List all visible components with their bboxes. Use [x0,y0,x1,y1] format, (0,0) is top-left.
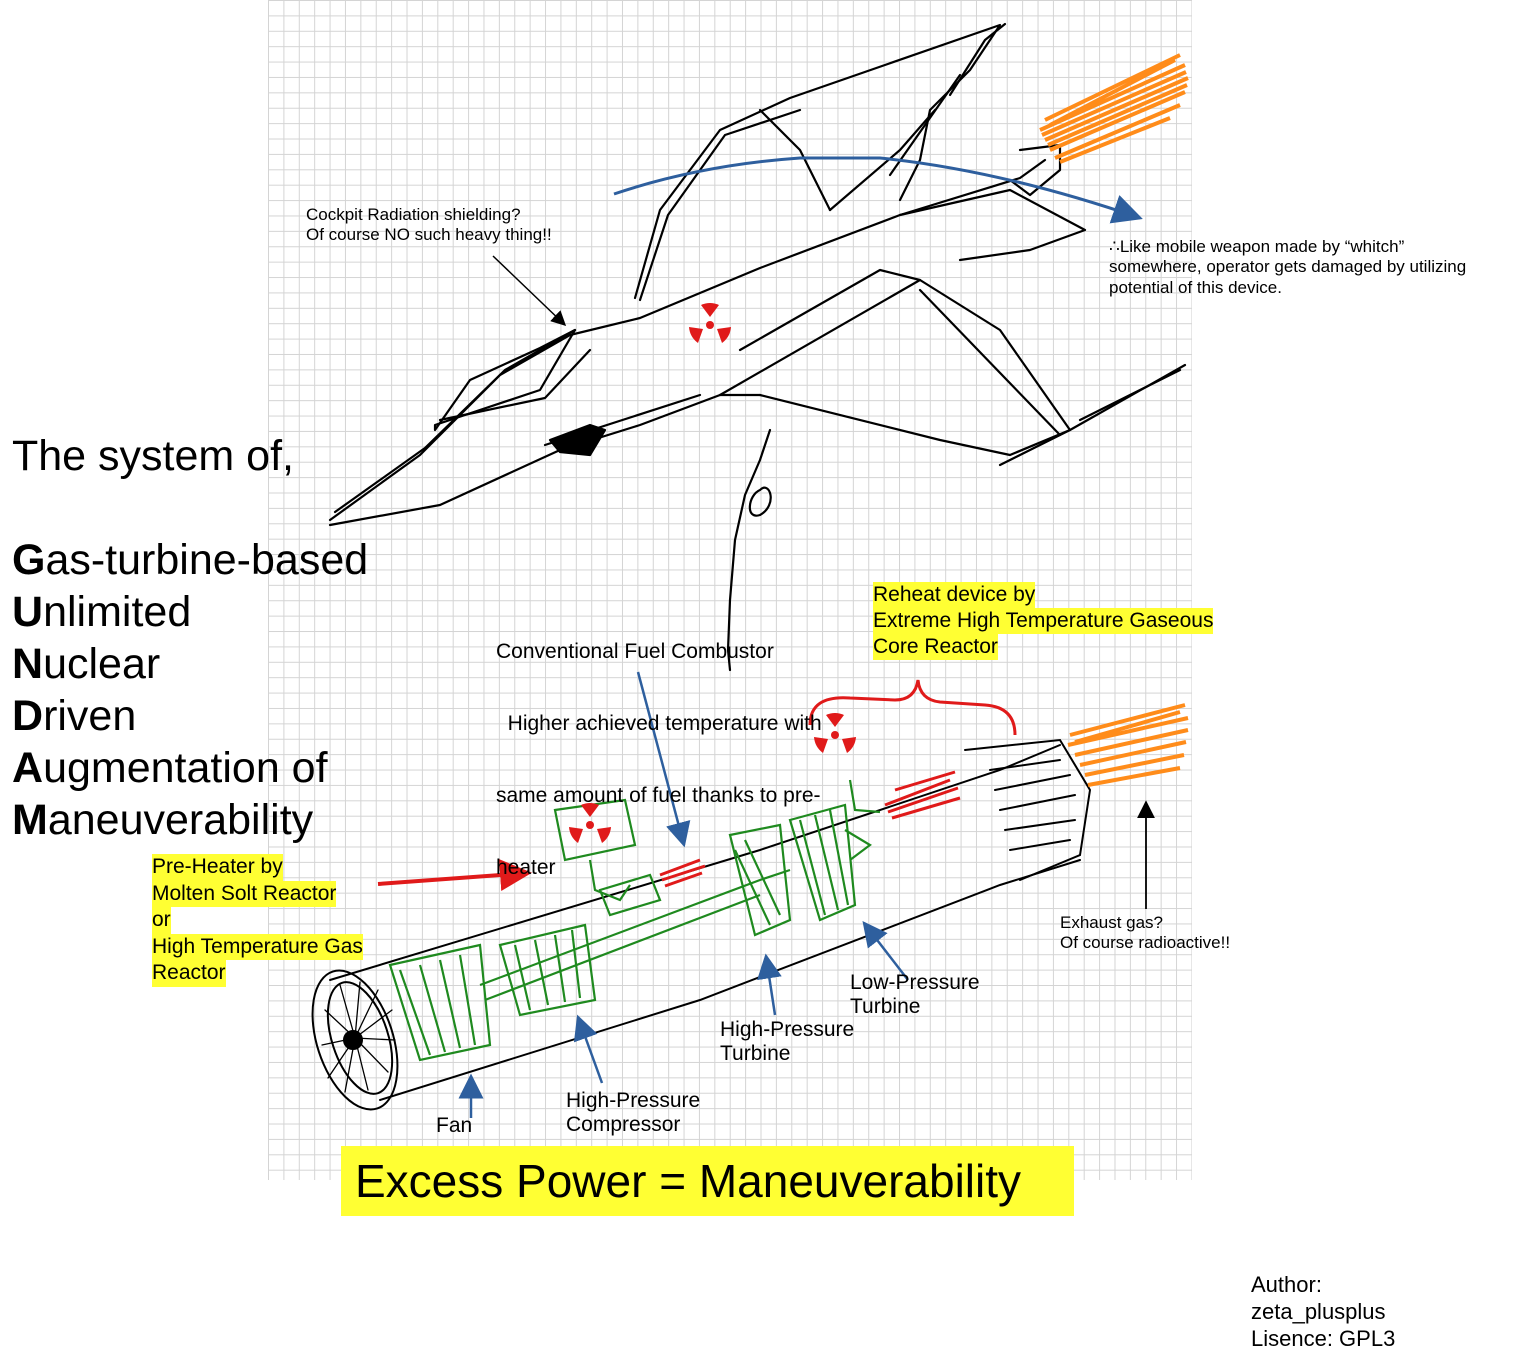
acronym-line-a: Augmentation of [12,744,328,792]
combustion-flame [659,770,961,888]
title-intro: The system of, [12,432,294,480]
excess-power-banner: Excess Power = Maneuverability [341,1146,1074,1216]
engine-exhaust-flame [1067,703,1189,787]
hp-compressor-label: High-Pressure Compressor [566,1089,701,1136]
trajectory-arrow [613,156,1143,224]
weapon-note: ∴Like mobile weapon made by “whitch” som… [1109,237,1467,297]
author-credit: Author: zeta_plusplus Lisence: GPL3 [1251,1272,1396,1351]
exhaust-note: Exhaust gas? Of course radioactive!! [1060,913,1231,953]
preheater-arrow [377,859,532,892]
jet-exhaust-flame [1039,53,1189,164]
combustor-note: Conventional Fuel Combustor Higher achie… [496,640,822,879]
radiation-icon [689,303,731,343]
hp-turbine-label: High-Pressure Turbine [720,1018,855,1065]
acronym-line-g: Gas-turbine-based [12,536,369,584]
jet-aircraft-sketch [328,22,1187,672]
lp-turbine-label: Low-Pressure Turbine [850,971,980,1018]
reheat-brace [808,679,1017,736]
cockpit-note: Cockpit Radiation shielding? Of course N… [306,205,552,245]
system-title: The system of, Gas-turbine-based Unlimit… [12,430,368,846]
acronym-line-m: Maneuverability [12,796,314,844]
acronym-line-n: Nuclear [12,640,161,688]
fan-label: Fan [436,1114,473,1137]
engine-internals [388,779,881,1062]
preheater-note: Pre-Heater by Molten Solt Reactor or Hig… [152,854,363,987]
engine-sketch [311,738,1092,1111]
acronym-line-d: Driven [12,692,137,740]
acronym-line-u: Unlimited [12,588,192,636]
reheat-note: Reheat device by Extreme High Temperatur… [873,582,1214,660]
